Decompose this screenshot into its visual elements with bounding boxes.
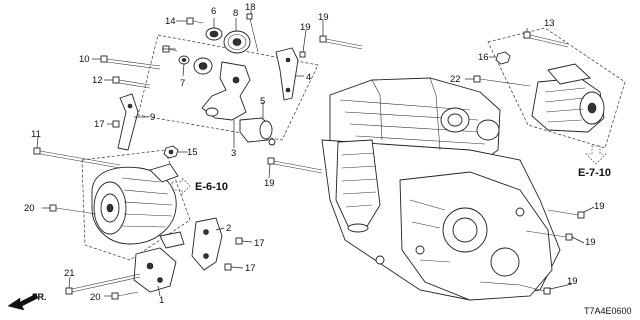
cover-7 (178, 55, 190, 65)
callouts: 14 6 8 18 7 10 12 11 17 9 3 5 4 19 19 19… (24, 2, 605, 306)
nut-15 (163, 145, 179, 159)
bolt-13 (523, 31, 569, 48)
engine-assembly (321, 77, 561, 301)
bolt-19-right-1 (547, 209, 585, 219)
bolt-14 (186, 17, 204, 25)
callout-16: 16 (478, 52, 489, 63)
callout-21: 21 (64, 268, 75, 279)
callout-1: 1 (159, 295, 164, 306)
alternator-group-box (81, 149, 191, 261)
callout-10: 10 (79, 54, 90, 65)
idler-pulley-6 (205, 27, 223, 41)
auto-tensioner-3 (201, 61, 251, 121)
bolt-12 (112, 76, 151, 89)
callout-17a: 17 (94, 119, 105, 130)
alternator (91, 163, 185, 249)
callout-20a: 20 (24, 203, 35, 214)
idler-pulley-8 (223, 30, 251, 54)
reference-e710: E-7-10 (578, 145, 611, 179)
bolt-5 (268, 138, 276, 146)
bracket-4 (275, 47, 299, 101)
callout-17c: 17 (245, 263, 256, 274)
callout-13: 13 (544, 18, 555, 29)
tensioner-group-box (137, 34, 319, 141)
bolt-19-bottom (519, 284, 551, 295)
reference-e610-label: E-6-10 (195, 181, 228, 193)
callout-22: 22 (450, 74, 461, 85)
tensioner-pulley (193, 57, 213, 75)
leader-lines (36, 10, 595, 297)
bolt-22 (473, 75, 531, 87)
callout-5: 5 (260, 96, 265, 107)
bolt-10 (100, 55, 161, 70)
bolt-20-lower (111, 291, 139, 300)
callout-19e: 19 (585, 237, 596, 248)
callout-19c: 19 (264, 178, 275, 189)
bolt-17-upper (112, 120, 120, 128)
starter-motor (531, 63, 605, 133)
diagram-code: T7A4E0600 (584, 306, 632, 316)
callout-4: 4 (306, 72, 311, 83)
callout-17b: 17 (254, 238, 265, 249)
bolt-19-mid (267, 157, 323, 174)
callout-19b: 19 (318, 12, 329, 23)
callout-18: 18 (245, 2, 256, 13)
callout-19d: 19 (594, 201, 605, 212)
callout-14: 14 (165, 16, 176, 27)
alternator-bracket-9 (117, 93, 139, 151)
callout-2: 2 (226, 223, 231, 234)
bracket-2 (191, 217, 223, 271)
reference-e610: E-6-10 (171, 177, 228, 195)
bolt-18 (246, 13, 259, 53)
bolt-20-upper (49, 204, 97, 215)
callout-19f: 19 (567, 276, 578, 287)
front-direction-label: FR. (32, 292, 47, 302)
bolt-19-top (319, 35, 363, 50)
callout-11: 11 (31, 129, 41, 140)
callout-9: 9 (150, 112, 155, 123)
callout-3: 3 (231, 148, 236, 159)
callout-8: 8 (233, 8, 238, 19)
callout-12: 12 (92, 75, 103, 86)
front-direction-indicator: FR. (7, 292, 47, 311)
reference-e710-label: E-7-10 (578, 167, 611, 179)
callout-7: 7 (180, 78, 185, 89)
bolt-11 (33, 147, 121, 169)
callout-6: 6 (211, 6, 216, 17)
bolt-17-mid (235, 237, 243, 245)
callout-20b: 20 (90, 292, 101, 303)
bracket-1 (133, 247, 177, 293)
callout-15: 15 (187, 147, 198, 158)
nut-16 (495, 51, 511, 65)
bolt-17-lower (224, 263, 232, 271)
callout-19a: 19 (300, 22, 311, 33)
bolt-19-left (299, 51, 306, 58)
bolt-21 (65, 273, 141, 295)
damper-5 (239, 117, 273, 143)
